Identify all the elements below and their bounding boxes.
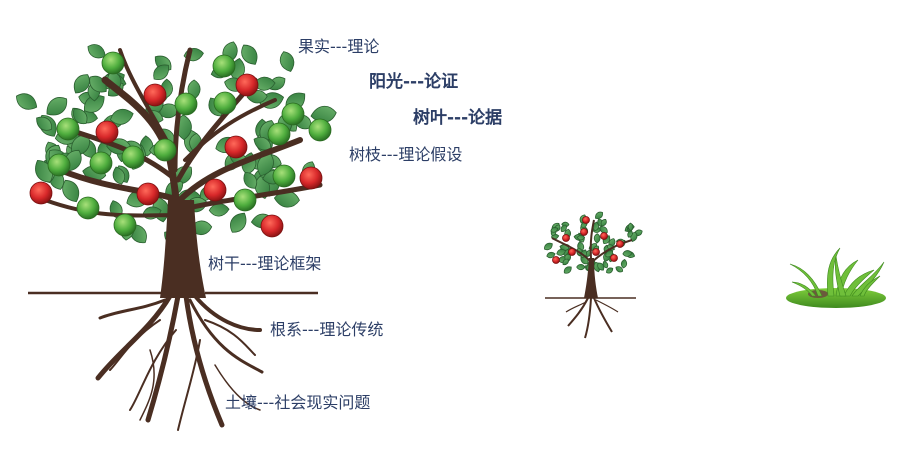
- leaf: [279, 51, 295, 72]
- leaf: [599, 226, 608, 234]
- leaf: [241, 44, 258, 65]
- green-apple: [272, 164, 296, 188]
- small-tree-roots: [565, 297, 619, 339]
- large-tree-illustration: [16, 41, 337, 431]
- leaf: [606, 267, 614, 274]
- leaf: [153, 64, 170, 81]
- label-roots: 根系---理论传统: [270, 320, 384, 339]
- leaf: [562, 258, 569, 266]
- green-apple: [212, 54, 236, 78]
- green-apple: [113, 213, 137, 237]
- leaf: [546, 251, 556, 259]
- label-trunk: 树干---理论框架: [208, 254, 322, 273]
- leaf: [253, 136, 272, 151]
- leaf: [87, 44, 106, 59]
- leaf: [593, 233, 601, 244]
- leaf: [230, 212, 247, 233]
- red-apple: [568, 248, 576, 256]
- leaf: [46, 97, 68, 116]
- green-apple: [153, 138, 177, 162]
- green-apple: [56, 117, 80, 141]
- red-apple: [616, 240, 624, 248]
- leaf: [615, 266, 624, 273]
- green-apple: [281, 102, 305, 126]
- label-sunlight: 阳光---论证: [369, 72, 459, 92]
- leaf: [620, 258, 628, 269]
- leaf: [602, 261, 609, 269]
- red-apple: [260, 214, 284, 238]
- leaf: [627, 230, 633, 238]
- leaf: [550, 227, 559, 233]
- green-apple: [121, 145, 145, 169]
- green-apple: [267, 122, 291, 146]
- leaf: [110, 108, 134, 125]
- leaf: [627, 222, 634, 232]
- red-apple: [203, 178, 227, 202]
- leaf: [16, 93, 38, 110]
- tree-roots: [95, 293, 264, 431]
- red-apple: [143, 83, 167, 107]
- label-fruit: 果实---理论: [298, 37, 380, 56]
- leaf: [73, 108, 88, 125]
- red-apple: [29, 181, 53, 205]
- green-apple: [47, 153, 71, 177]
- green-apple: [89, 151, 113, 175]
- small-tree-apples: [552, 216, 624, 264]
- green-apple: [101, 51, 125, 75]
- leaf: [36, 116, 52, 131]
- red-apple: [136, 182, 160, 206]
- leaf: [576, 234, 586, 241]
- leaf: [595, 211, 604, 219]
- leaf: [576, 263, 586, 271]
- leaf: [597, 262, 605, 271]
- red-apple: [562, 234, 570, 242]
- leaf: [243, 171, 258, 189]
- tree-apples: [29, 51, 332, 238]
- label-soil: 土壤---社会现实问题: [225, 393, 371, 412]
- leaf: [112, 166, 126, 185]
- green-apple: [308, 118, 332, 142]
- green-apple: [233, 188, 257, 212]
- leaf: [73, 74, 90, 94]
- green-apple: [213, 91, 237, 115]
- red-apple: [600, 232, 608, 240]
- label-branches: 树枝---理论假设: [349, 145, 463, 164]
- leaf: [622, 250, 633, 257]
- red-apple: [552, 256, 560, 264]
- red-apple: [235, 73, 259, 97]
- leaf: [600, 219, 607, 227]
- green-apple: [76, 196, 100, 220]
- red-apple: [582, 216, 590, 224]
- grass-tuft-icon: [786, 247, 886, 308]
- red-apple: [299, 166, 323, 190]
- red-apple: [610, 254, 618, 262]
- leaf: [563, 266, 572, 274]
- small-tree-icon: [544, 211, 643, 339]
- green-apple: [174, 92, 198, 116]
- label-leaves: 树叶---论据: [413, 108, 503, 128]
- leaf: [544, 242, 553, 251]
- red-apple: [592, 248, 600, 256]
- tree-trunk: [160, 200, 206, 298]
- leaf: [208, 203, 230, 217]
- red-apple: [580, 228, 588, 236]
- small-tree-trunk: [584, 258, 598, 298]
- leaf: [560, 224, 567, 232]
- leaf: [605, 250, 614, 258]
- leaf: [62, 179, 80, 203]
- red-apple: [95, 120, 119, 144]
- leaf: [556, 248, 566, 256]
- red-apple: [224, 135, 248, 159]
